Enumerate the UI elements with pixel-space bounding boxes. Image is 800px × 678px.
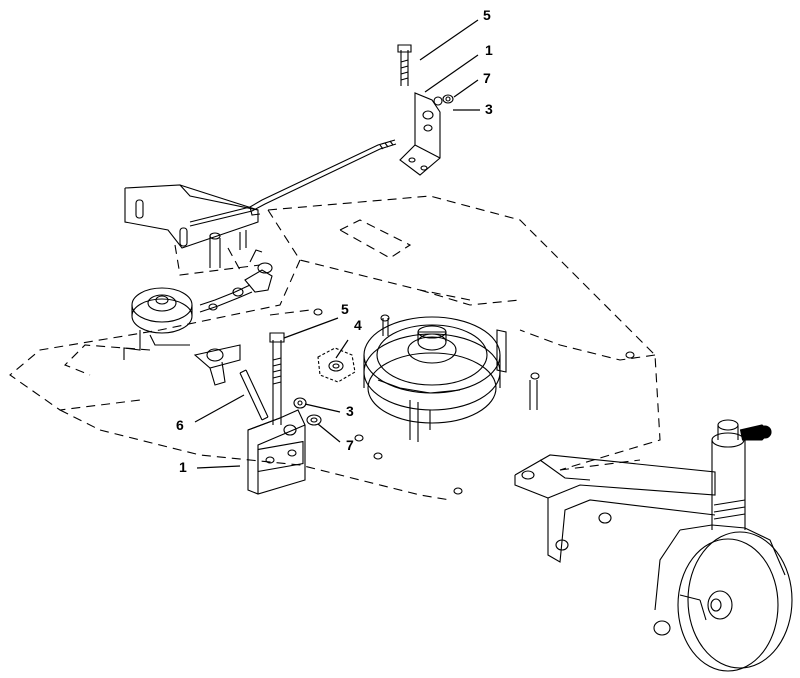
linkage-rod — [189, 139, 397, 227]
callout-7-upper: 7 — [483, 70, 491, 86]
callout-6-lower: 6 — [176, 417, 184, 433]
upper-bracket-assembly — [397, 44, 454, 176]
deck-outline — [9, 195, 661, 501]
callout-1-lower: 1 — [179, 459, 187, 475]
caster-wheel-assembly — [514, 419, 793, 672]
callout-7-lower: 7 — [346, 437, 354, 453]
callout-3-upper: 3 — [485, 101, 493, 117]
adjuster-plate — [317, 347, 356, 383]
upper-left-bracket — [124, 184, 259, 268]
callout-4-lower: 4 — [354, 317, 362, 333]
deck-holes — [208, 303, 635, 495]
callout-3-lower: 3 — [346, 403, 354, 419]
callout-5-lower: 5 — [341, 301, 349, 317]
main-pulley — [363, 314, 538, 442]
callout-5-upper: 5 — [483, 7, 491, 23]
leader-lines — [194, 19, 480, 469]
small-idler-pulley — [123, 249, 273, 386]
callout-1-upper: 1 — [485, 42, 493, 58]
lower-bracket-assembly — [239, 332, 322, 495]
